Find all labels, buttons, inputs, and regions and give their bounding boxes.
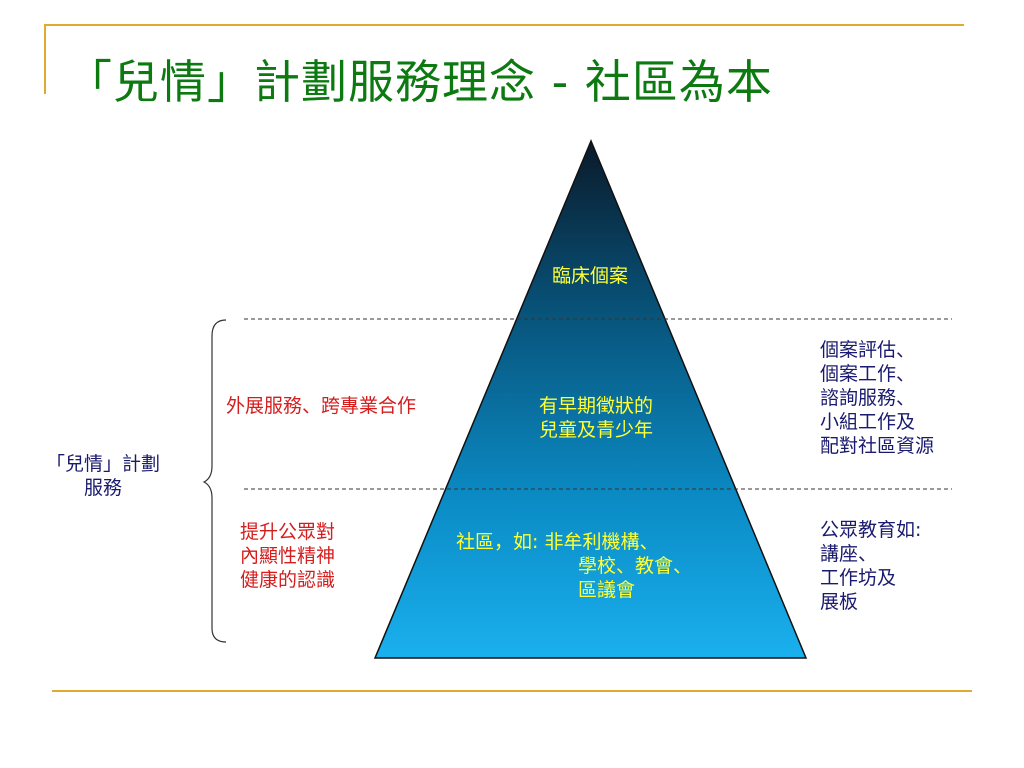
- tier-bottom-line: 社區，如: 非牟利機構、: [456, 531, 659, 553]
- slide-title: 「兒情」計劃服務理念 - 社區為本: [66, 55, 773, 109]
- program-label: 「兒情」計劃 服務: [45, 453, 160, 499]
- tier-top-label: 臨床個案: [551, 265, 628, 287]
- tier-bottom-line: 學校、教會、: [578, 555, 693, 577]
- bottom-rule: [52, 690, 972, 692]
- awareness-label: 提升公眾對 內顯性精神 健康的認識: [240, 521, 336, 591]
- tier-bottom-line: 區議會: [578, 579, 636, 601]
- pyramid-shape: [373, 139, 808, 659]
- tier-bottom-label: 社區，如: 非牟利機構、學校、教會、區議會: [456, 530, 746, 602]
- tier-middle-label: 有早期徵狀的 兒童及青少年: [538, 395, 653, 441]
- services-list: 個案評估、 個案工作、 諮詢服務、 小組工作及 配對社區資源: [820, 339, 935, 457]
- top-rule: [44, 24, 964, 26]
- title-accent-rule: [44, 24, 46, 94]
- outreach-label: 外展服務、跨專業合作: [226, 395, 417, 417]
- left-brace: [202, 319, 227, 643]
- education-list: 公眾教育如: 講座、 工作坊及 展板: [820, 519, 922, 613]
